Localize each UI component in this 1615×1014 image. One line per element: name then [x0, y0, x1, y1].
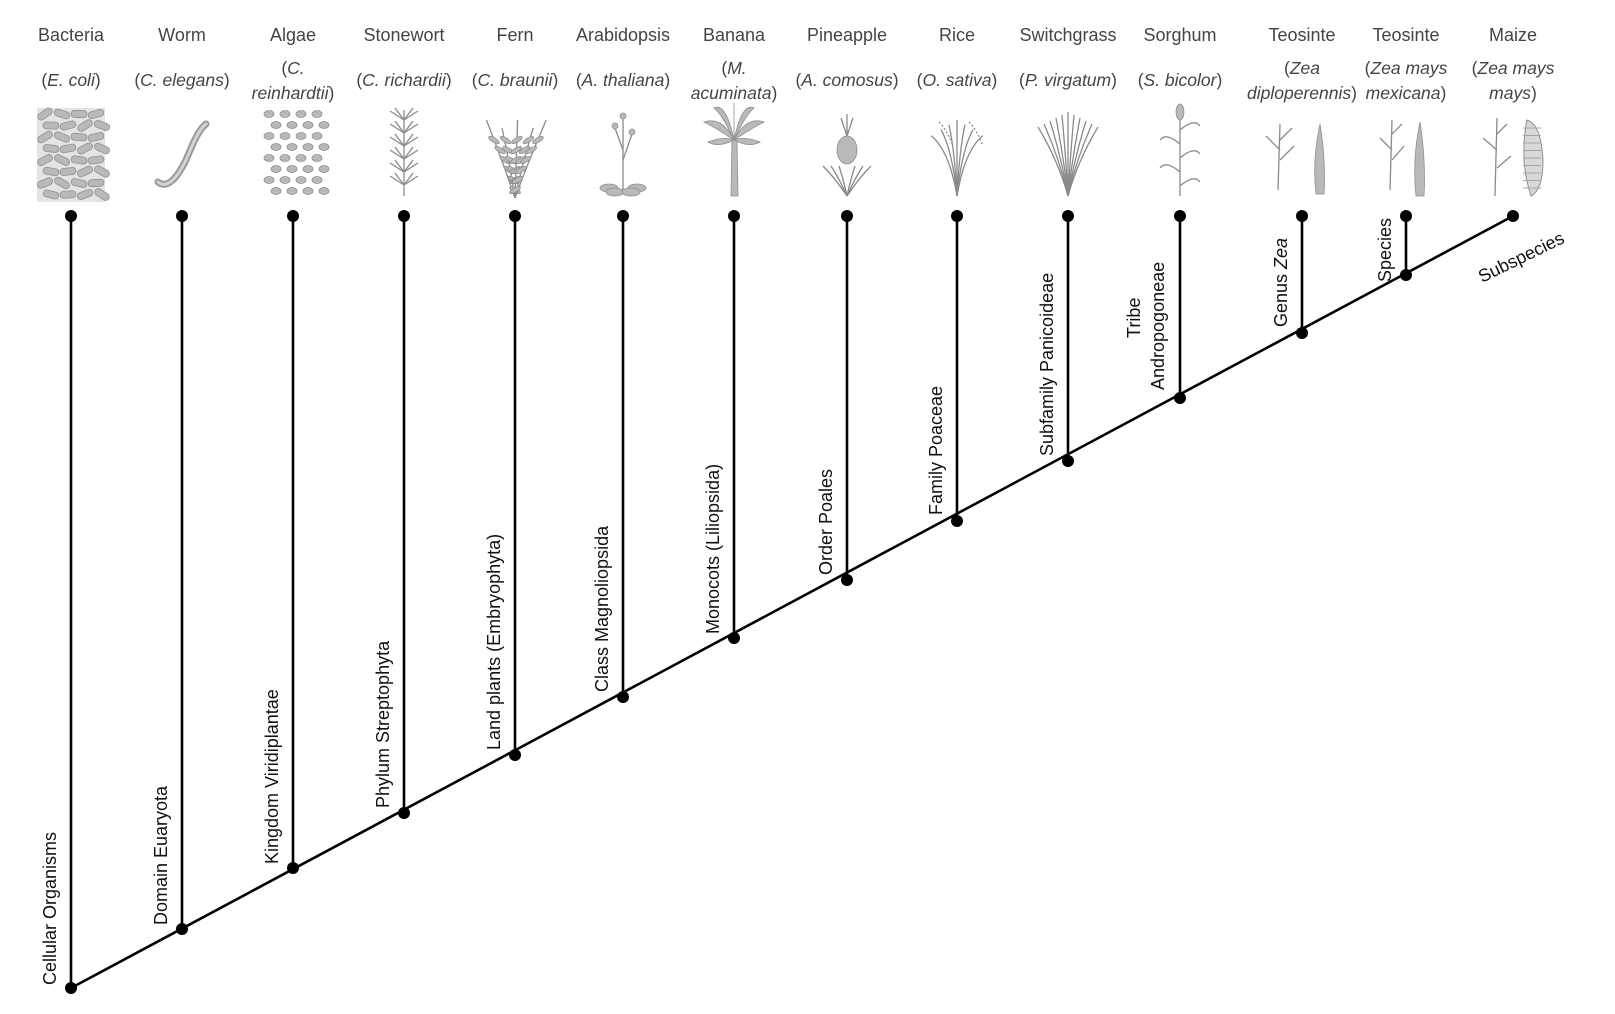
node-dot — [1174, 392, 1186, 404]
rank-label: Andropogoneae — [1148, 262, 1168, 390]
node-dot — [728, 632, 740, 644]
taxon-common-name: Algae — [270, 25, 316, 45]
taxon-scientific-name: mays) — [1489, 83, 1537, 103]
tip-dot — [287, 210, 299, 222]
taxon-scientific-name: (A. thaliana) — [576, 70, 670, 90]
taxon-common-name: Teosinte — [1372, 25, 1439, 45]
taxon-common-name: Worm — [158, 25, 206, 45]
taxon-scientific-name: (Zea mays — [1365, 58, 1448, 78]
pineapple-icon — [822, 114, 872, 197]
arabidopsis-icon — [599, 112, 647, 197]
taxon-common-name: Sorghum — [1143, 25, 1216, 45]
taxon-labels: Bacteria (E. coli) Worm (C. elegans) Algae (C… — [38, 25, 1555, 103]
rank-label: Cellular Organisms — [40, 832, 60, 985]
tip-dot — [398, 210, 410, 222]
taxon-scientific-name: (M. — [721, 58, 746, 78]
taxon-scientific-name: (E. coli) — [41, 70, 100, 90]
rank-label: Subfamily Panicoideae — [1037, 273, 1057, 456]
taxon-common-name: Banana — [703, 25, 766, 45]
taxon-scientific-name: (O. sativa) — [917, 70, 998, 90]
rank-label: Kingdom Viridiplantae — [262, 689, 282, 864]
node-dot — [1400, 269, 1412, 281]
taxon-common-name: Pineapple — [807, 25, 887, 45]
taxon-scientific-name: (Zea — [1284, 58, 1320, 78]
taxon-common-name: Maize — [1489, 25, 1537, 45]
tip-dot — [951, 210, 963, 222]
taxon-common-name: Bacteria — [38, 25, 105, 45]
taxon-common-name: Stonewort — [363, 25, 444, 45]
rank-label: Monocots (Liliopsida) — [703, 464, 723, 634]
taxon-common-name: Rice — [939, 25, 975, 45]
sorghum-icon — [1159, 103, 1201, 196]
rank-label: Phylum Streptophyta — [373, 640, 393, 808]
tip-dot — [1296, 210, 1308, 222]
tip-dot — [841, 210, 853, 222]
rice-icon — [930, 120, 984, 197]
taxon-scientific-name: reinhardtii) — [252, 83, 335, 103]
tip-dot — [509, 210, 521, 222]
switchgrass-icon — [1037, 112, 1099, 197]
taxon-common-name: Fern — [496, 25, 533, 45]
bacteria-icon — [36, 107, 111, 202]
taxon-common-name: Arabidopsis — [576, 25, 670, 45]
tip-dot — [617, 210, 629, 222]
node-dot — [176, 923, 188, 935]
fern-icon — [485, 119, 547, 199]
taxon-scientific-name: acuminata) — [691, 83, 778, 103]
rank-label: Class Magnoliopsida — [592, 525, 612, 692]
worm-icon — [154, 120, 210, 188]
tip-dot — [1174, 210, 1186, 222]
taxon-scientific-name: (P. virgatum) — [1019, 70, 1117, 90]
taxon-scientific-name: (C. elegans) — [134, 70, 229, 90]
stonewort-icon — [389, 107, 419, 196]
taxon-scientific-name: (A. comosus) — [795, 70, 898, 90]
rank-label: Genus Zea — [1271, 238, 1291, 327]
node-dot — [841, 574, 853, 586]
illustrations-layer — [36, 102, 1544, 202]
node-dot — [1062, 455, 1074, 467]
node-dot — [1296, 327, 1308, 339]
rank-label: Domain Euaryota — [151, 785, 171, 925]
tip-dot — [1062, 210, 1074, 222]
taxon-scientific-name: (Zea mays — [1472, 58, 1555, 78]
taxon-scientific-name: (C. — [281, 58, 304, 78]
rank-label: Subspecies — [1475, 228, 1567, 287]
taxon-scientific-name: (C. braunii) — [472, 70, 559, 90]
rank-label: Family Poaceae — [926, 386, 946, 515]
backbone-branch — [69, 214, 1515, 990]
cladogram — [65, 210, 1519, 994]
algae-icon — [263, 110, 330, 195]
tip-dot — [176, 210, 188, 222]
tip-dot — [1507, 210, 1519, 222]
node-dot — [287, 862, 299, 874]
teosinte-mexicana-icon — [1379, 119, 1425, 197]
root-node-dot — [65, 982, 77, 994]
taxon-scientific-name: mexicana) — [1366, 83, 1447, 103]
tip-dot — [1400, 210, 1412, 222]
rank-labels: Cellular Organisms Domain Euaryota Kingdom… — [40, 218, 1567, 985]
taxon-common-name: Switchgrass — [1019, 25, 1116, 45]
node-dot — [398, 807, 410, 819]
taxon-scientific-name: diploperennis) — [1247, 83, 1357, 103]
rank-label: Species — [1375, 218, 1395, 282]
banana-icon — [702, 102, 766, 197]
taxon-scientific-name: (C. richardii) — [356, 70, 451, 90]
taxon-scientific-name: (S. bicolor) — [1138, 70, 1223, 90]
maize-icon — [1482, 117, 1544, 197]
rank-label: Tribe — [1124, 298, 1144, 338]
taxon-common-name: Teosinte — [1268, 25, 1335, 45]
tip-dot — [728, 210, 740, 222]
tip-dot — [65, 210, 77, 222]
node-dot — [617, 691, 629, 703]
node-dot — [951, 515, 963, 527]
rank-label: Land plants (Embryophyta) — [484, 534, 504, 750]
node-dot — [509, 749, 521, 761]
teosinte-icon — [1265, 123, 1325, 195]
rank-label: Order Poales — [816, 469, 836, 575]
